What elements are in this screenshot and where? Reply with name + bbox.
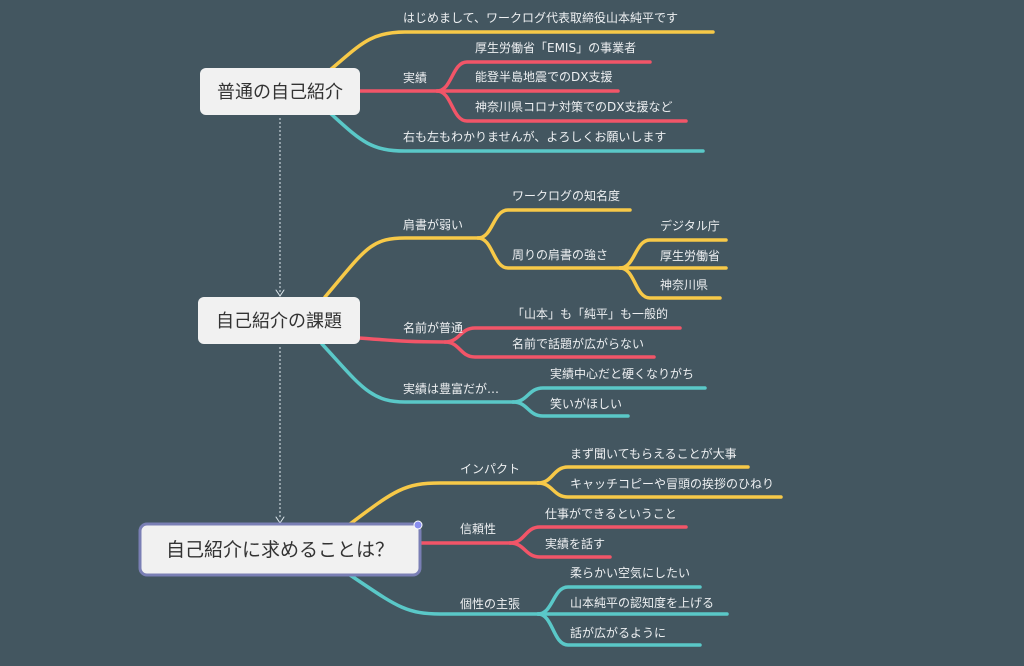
subtopic[interactable]: 名前が普通 <box>403 320 463 335</box>
topic-title: 自己紹介に求めることは？ <box>166 539 394 561</box>
subtopic[interactable]: 能登半島地震でのDX支援 <box>475 69 612 84</box>
topic-node-3-selected[interactable]: 自己紹介に求めることは？ <box>138 520 423 577</box>
subtopic[interactable]: はじめまして、ワークログ代表取締役山本純平です <box>403 10 678 25</box>
subtopic[interactable]: 右も左もわかりませんが、よろしくお願いします <box>403 129 666 144</box>
branch-line <box>435 89 688 123</box>
subtopic[interactable]: 肩書が弱い <box>403 217 463 232</box>
connection-handle[interactable] <box>413 520 423 530</box>
subtopic[interactable]: ワークログの知名度 <box>512 188 620 203</box>
subtopic[interactable]: 厚生労働省 <box>660 249 720 263</box>
subtopic[interactable]: 神奈川県コロナ対策でのDX支援など <box>475 100 672 114</box>
topic-2-branches <box>320 208 728 418</box>
relationship-connector <box>275 118 285 524</box>
topic-title: 自己紹介の課題 <box>216 311 342 332</box>
subtopic[interactable]: まず聞いてもらえることが大事 <box>570 446 737 461</box>
branch-line <box>328 111 705 153</box>
subtopic[interactable]: 神奈川県 <box>660 278 708 292</box>
subtopic[interactable]: キャッチコピーや冒頭の挨拶のひねり <box>570 476 774 491</box>
subtopic[interactable]: 厚生労働省「EMIS」の事業者 <box>475 41 636 55</box>
topic-node-2[interactable]: 自己紹介の課題 <box>198 297 360 344</box>
subtopic[interactable]: 実績中心だと硬くなりがち <box>550 366 694 381</box>
subtopic[interactable]: 山本純平の認知度を上げる <box>570 595 714 610</box>
subtopic[interactable]: 名前で話題が広がらない <box>512 336 644 351</box>
subtopic[interactable]: 話が広がるように <box>570 625 666 640</box>
subtopic[interactable]: 「山本」も「純平」も一般的 <box>512 306 668 321</box>
topic-3-branches <box>348 465 783 647</box>
topic-node-1[interactable]: 普通の自己紹介 <box>200 68 360 115</box>
subtopic[interactable]: 信頼性 <box>460 522 496 536</box>
subtopic[interactable]: 実績 <box>403 70 427 85</box>
subtopic[interactable]: 柔らかい空気にしたい <box>570 565 690 580</box>
topic-1-branches <box>328 30 715 153</box>
subtopic[interactable]: 実績を話す <box>545 536 605 551</box>
branch-line <box>328 30 715 72</box>
subtopic[interactable]: 個性の主張 <box>460 597 520 611</box>
subtopic[interactable]: 仕事ができるということ <box>545 506 677 521</box>
subtopic[interactable]: インパクト <box>460 462 520 476</box>
topic-title: 普通の自己紹介 <box>217 82 343 103</box>
subtopic[interactable]: 笑いがほしい <box>550 396 622 411</box>
subtopic[interactable]: 実績は豊富だが… <box>403 381 499 396</box>
subtopic[interactable]: 周りの肩書の強さ <box>512 247 608 262</box>
subtopic[interactable]: デジタル庁 <box>660 218 720 233</box>
